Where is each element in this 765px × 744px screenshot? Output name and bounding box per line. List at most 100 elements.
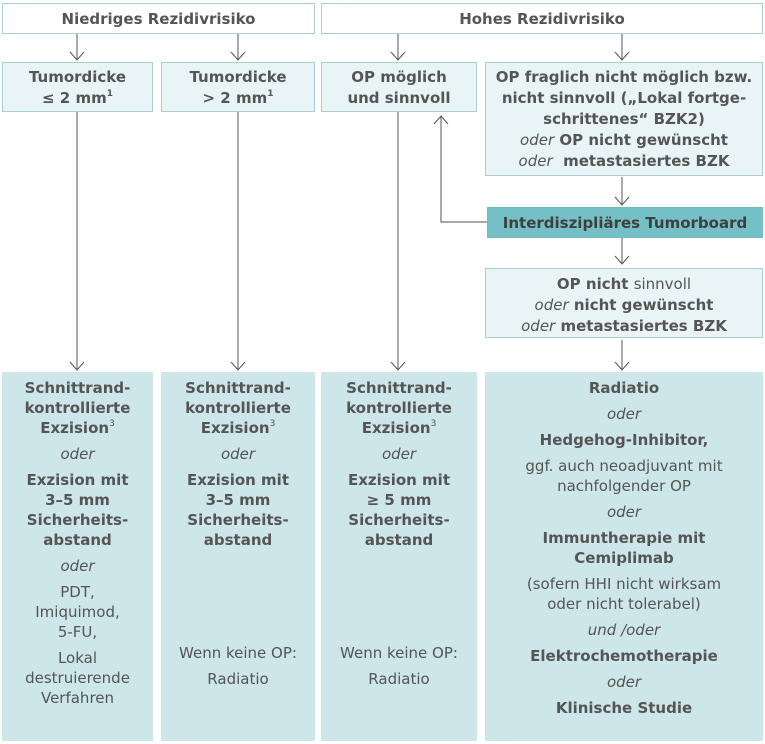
text-line: Klinische Studie: [555, 699, 693, 717]
box-thickness-low: Tumordicke ≤ 2 mm1: [2, 62, 153, 112]
text-line: OP nicht sinnvoll: [486, 274, 762, 295]
or-text: oder: [534, 296, 569, 314]
footnote-mark: 3: [109, 419, 115, 429]
text-line: kontrollierte: [185, 399, 291, 417]
text-line: (sofern HHI nicht wirksam: [526, 575, 722, 593]
text-line: 3–5 mm: [45, 491, 110, 509]
text-line: Schnittrand-: [24, 379, 131, 397]
therapy-box-op-not-sensible: Radiatio oder Hedgehog-Inhibitor, ggf. a…: [485, 372, 763, 741]
box-op-possible: OP möglich und sinnvoll: [321, 62, 477, 112]
text-line: Wenn keine OP:: [340, 644, 458, 662]
text-line: Imiquimod,: [35, 603, 120, 621]
text-span: sinnvoll: [633, 275, 692, 293]
text-line: Radiatio: [207, 670, 269, 688]
header-high-risk: Hohes Rezidivrisiko: [321, 3, 763, 34]
or-text: oder: [521, 317, 556, 335]
text-line: OP fraglich nicht möglich bzw.: [495, 68, 753, 86]
header-low-risk: Niedriges Rezidivrisiko: [2, 3, 315, 34]
text-line: Exzision mit: [347, 471, 450, 489]
header-low-risk-label: Niedriges Rezidivrisiko: [61, 9, 256, 28]
text-span: Exzision: [40, 419, 110, 437]
therapy-box-low-thin: Schnittrand- kontrollierte Exzision3 ode…: [2, 372, 153, 741]
or-text: und /oder: [587, 621, 661, 639]
or-text: oder: [606, 673, 642, 691]
text-line: Exzision3: [321, 418, 477, 438]
text-line: nicht sinnvoll („Lokal fortge-: [501, 89, 747, 107]
text-line: Verfahren: [40, 689, 115, 707]
text-line: abstand: [364, 531, 434, 549]
text-line: Sicherheits-: [26, 511, 129, 529]
or-text: oder: [220, 445, 256, 463]
text-line: Immuntherapie mit: [542, 529, 706, 547]
text-span: metastasiertes BZK: [560, 317, 727, 335]
text-span: Exzision: [200, 419, 270, 437]
text-line: Schnittrand-: [185, 379, 291, 397]
footnote-mark: 3: [430, 419, 437, 429]
therapy-box-low-thick: Schnittrand- kontrollierte Exzision3 ode…: [161, 372, 315, 741]
text-span: OP nicht gewünscht: [559, 131, 728, 149]
arrow-board-to-col3: [440, 116, 487, 223]
text-line: Elektrochemotherapie: [530, 647, 718, 665]
text-line: Hedgehog-Inhibitor,: [539, 431, 709, 449]
text-line: Radiatio: [588, 379, 660, 397]
or-text: oder: [520, 131, 555, 149]
text-line: Exzision mit: [26, 471, 129, 489]
text-line: ≤ 2 mm1: [3, 88, 152, 109]
text-line: abstand: [203, 531, 273, 549]
or-text: oder: [60, 445, 95, 463]
text-line: Tumordicke: [189, 68, 287, 86]
text-line: Schnittrand-: [346, 379, 452, 397]
text-line: Exzision mit: [186, 471, 289, 489]
text-line: schrittenes“ BZK2): [543, 110, 705, 128]
text-line: Tumordicke: [28, 68, 127, 86]
therapy-box-op-possible: Schnittrand- kontrollierte Exzision3 ode…: [321, 372, 477, 741]
text-line: und sinnvoll: [347, 89, 451, 107]
or-text: oder: [60, 557, 95, 575]
tumorboard-label: Interdiszipliäres Tumorboard: [502, 213, 748, 232]
text-line: oder metastasiertes BZK: [486, 151, 762, 172]
text-span: OP nicht: [556, 275, 629, 293]
box-thickness-high: Tumordicke > 2 mm1: [161, 62, 315, 112]
text-span: nicht gewünscht: [573, 296, 714, 314]
or-text: oder: [606, 503, 642, 521]
footnote-mark: 3: [269, 419, 276, 429]
text-line: oder nicht gewünscht: [486, 295, 762, 316]
text-span: Exzision: [361, 419, 431, 437]
text-line: Cemiplimab: [574, 549, 674, 567]
box-op-questionable: OP fraglich nicht möglich bzw. nicht sin…: [485, 62, 763, 176]
text-line: Wenn keine OP:: [179, 644, 297, 662]
text-line: PDT,: [60, 583, 95, 601]
text-span: ≤ 2 mm: [42, 89, 107, 107]
header-high-risk-label: Hohes Rezidivrisiko: [459, 9, 625, 28]
or-text: oder: [606, 405, 642, 423]
text-line: kontrollierte: [346, 399, 452, 417]
text-line: 3–5 mm: [205, 491, 271, 509]
or-text: oder: [381, 445, 417, 463]
text-line: Lokal: [57, 649, 98, 667]
text-line: Exzision3: [2, 418, 153, 438]
text-line: Exzision3: [161, 418, 315, 438]
text-line: ≥ 5 mm: [366, 491, 432, 509]
text-line: Sicherheits-: [348, 511, 450, 529]
text-line: abstand: [43, 531, 112, 549]
text-line: nachfolgender OP: [557, 477, 691, 495]
text-line: > 2 mm1: [162, 88, 314, 109]
tumorboard-box: Interdiszipliäres Tumorboard: [487, 207, 763, 238]
footnote-mark: 1: [267, 89, 274, 99]
text-line: oder metastasiertes BZK: [486, 316, 762, 337]
text-span: > 2 mm: [202, 89, 268, 107]
text-line: 5-FU,: [57, 623, 98, 641]
text-line: OP möglich: [351, 68, 447, 86]
text-line: Sicherheits-: [187, 511, 289, 529]
footnote-mark: 1: [106, 89, 113, 99]
text-span: metastasiertes BZK: [563, 152, 730, 170]
text-line: ggf. auch neoadjuvant mit: [525, 457, 723, 475]
text-line: Radiatio: [368, 670, 430, 688]
box-op-not-sensible: OP nicht sinnvoll oder nicht gewünscht o…: [485, 268, 763, 338]
text-line: oder OP nicht gewünscht: [486, 130, 762, 151]
text-line: oder nicht tolerabel): [547, 595, 701, 613]
text-line: destruierende: [25, 669, 130, 687]
text-line: kontrollierte: [24, 399, 131, 417]
or-text: oder: [518, 152, 553, 170]
